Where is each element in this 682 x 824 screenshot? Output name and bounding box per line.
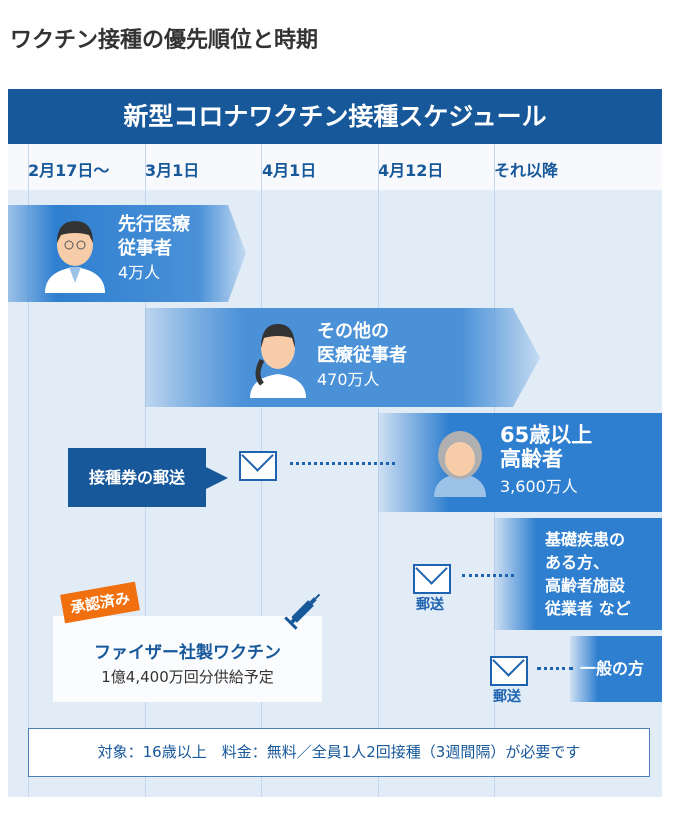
date-header-row: 2月17日〜 3月1日 4月1日 4月12日 それ以降 xyxy=(8,144,662,190)
arrow-icon xyxy=(206,467,228,489)
schedule-title-banner: 新型コロナワクチン接種スケジュール xyxy=(8,89,662,144)
group-label: その他の医療従事者 470万人 xyxy=(317,320,407,392)
date-label: 3月1日 xyxy=(145,161,200,180)
page-heading: ワクチン接種の優先順位と時期 xyxy=(10,28,319,53)
group-bar-underlying-conditions: 基礎疾患のある方、高齢者施設従業者 など xyxy=(494,518,662,630)
doctor-avatar-icon xyxy=(45,221,105,293)
elderly-avatar-icon xyxy=(434,431,486,497)
vaccine-supply: 1億4,400万回分供給予定 xyxy=(101,668,274,686)
dotted-connector xyxy=(462,574,514,577)
ticket-mailing-label: 接種券の郵送 xyxy=(68,448,206,507)
group-name: 一般の方 xyxy=(580,659,645,678)
date-label: 2月17日〜 xyxy=(28,161,110,180)
dotted-connector xyxy=(537,667,573,670)
group-label: 基礎疾患のある方、高齢者施設従業者 など xyxy=(545,528,631,620)
syringe-icon xyxy=(284,593,321,630)
mail-label: 郵送 xyxy=(416,597,444,613)
bar-shape xyxy=(145,308,540,407)
vaccine-name: ファイザー社製ワクチン xyxy=(94,643,281,663)
eligibility-note: 対象：16歳以上 料金：無料／全員1人2回接種（3週間隔）が必要です xyxy=(28,728,650,777)
group-label: 65歳以上高齢者 3,600万人 xyxy=(500,423,592,499)
group-bar-elderly: 65歳以上高齢者 3,600万人 xyxy=(378,413,662,512)
group-count: 3,600万人 xyxy=(500,477,578,496)
group-count: 4万人 xyxy=(118,263,161,282)
group-name: ある方、 xyxy=(545,553,610,572)
dotted-connector xyxy=(290,462,395,465)
group-name: 先行医療 xyxy=(118,214,190,235)
group-name: その他の xyxy=(317,321,389,342)
group-count: 470万人 xyxy=(317,370,380,389)
nurse-avatar-icon xyxy=(250,324,306,398)
date-label: 4月1日 xyxy=(262,161,317,180)
envelope-icon xyxy=(239,451,277,481)
group-name: 従業者 など xyxy=(545,599,631,618)
group-bar-general: 一般の方 xyxy=(570,636,662,702)
envelope-icon xyxy=(490,656,528,686)
group-name: 従事者 xyxy=(118,238,172,259)
date-label: 4月12日 xyxy=(378,161,444,180)
group-bar-advance-medical: 先行医療従事者 4万人 xyxy=(8,205,246,302)
date-label: それ以降 xyxy=(494,161,559,180)
vaccine-card: ファイザー社製ワクチン 1億4,400万回分供給予定 xyxy=(53,616,322,702)
envelope-icon xyxy=(413,564,451,594)
group-bar-other-medical: その他の医療従事者 470万人 xyxy=(145,308,540,407)
group-name: 65歳以上 xyxy=(500,423,593,447)
group-name: 基礎疾患の xyxy=(545,530,626,549)
group-label: 先行医療従事者 4万人 xyxy=(118,213,190,285)
group-name: 高齢者施設 xyxy=(545,576,626,595)
mail-label: 郵送 xyxy=(493,689,521,705)
group-name: 医療従事者 xyxy=(317,345,407,366)
group-name: 高齢者 xyxy=(500,447,563,471)
grid-line xyxy=(28,144,29,797)
